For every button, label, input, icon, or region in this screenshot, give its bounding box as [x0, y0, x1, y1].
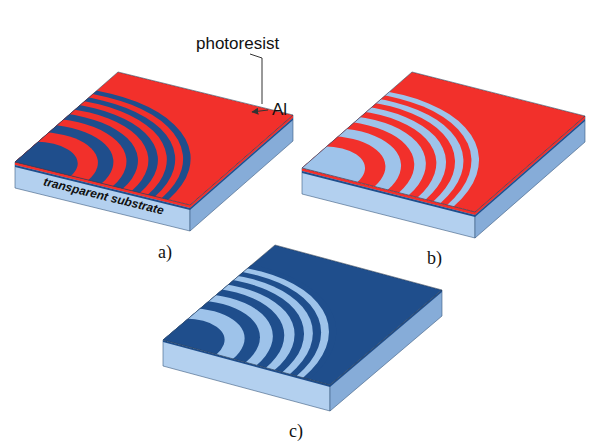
slab	[0, 213, 442, 445]
leader-arrow	[252, 110, 268, 112]
fresnel-zone	[302, 76, 508, 212]
fresnel-zone	[302, 104, 452, 212]
layer-label: Al	[272, 100, 287, 120]
fresnel-zone	[302, 113, 433, 212]
fresnel-zone	[302, 138, 384, 205]
fresnel-zone	[163, 249, 366, 385]
fresnel-zone	[163, 296, 271, 385]
fresnel-zone	[15, 75, 218, 205]
panel-label: a)	[158, 242, 172, 263]
fresnel-zone	[302, 72, 531, 212]
fresnel-zone	[15, 72, 229, 205]
slab	[91, 40, 585, 288]
zone-plate	[302, 72, 585, 212]
top-face	[0, 41, 293, 276]
zone-plate	[163, 245, 442, 385]
fresnel-zone	[15, 72, 250, 205]
top-face	[91, 40, 585, 288]
fresnel-zone	[163, 245, 377, 385]
fresnel-zone	[15, 72, 240, 205]
fresnel-zone	[302, 96, 468, 212]
fresnel-zone	[163, 245, 398, 385]
fresnel-zone	[163, 310, 243, 377]
fresnel-zone	[302, 89, 482, 212]
fresnel-zone	[163, 276, 310, 385]
panel-label: b)	[427, 248, 442, 269]
fresnel-zone	[15, 87, 192, 205]
slab-outline	[163, 245, 442, 385]
fresnel-zone	[302, 72, 541, 212]
fresnel-zone	[163, 268, 326, 385]
leader-line	[250, 54, 262, 104]
zone-plate	[15, 72, 293, 205]
fresnel-zone	[302, 124, 412, 212]
fresnel-zone	[15, 81, 206, 205]
fresnel-zone	[163, 261, 340, 385]
slabs	[0, 40, 585, 445]
fresnel-zone	[302, 72, 520, 212]
slab-outline	[302, 72, 585, 212]
top-face	[0, 213, 442, 445]
slab	[0, 41, 293, 276]
panel-label: c)	[289, 421, 303, 442]
layer-label: photoresist	[196, 34, 279, 54]
fresnel-zone	[15, 94, 178, 205]
fresnel-zone	[163, 285, 292, 385]
